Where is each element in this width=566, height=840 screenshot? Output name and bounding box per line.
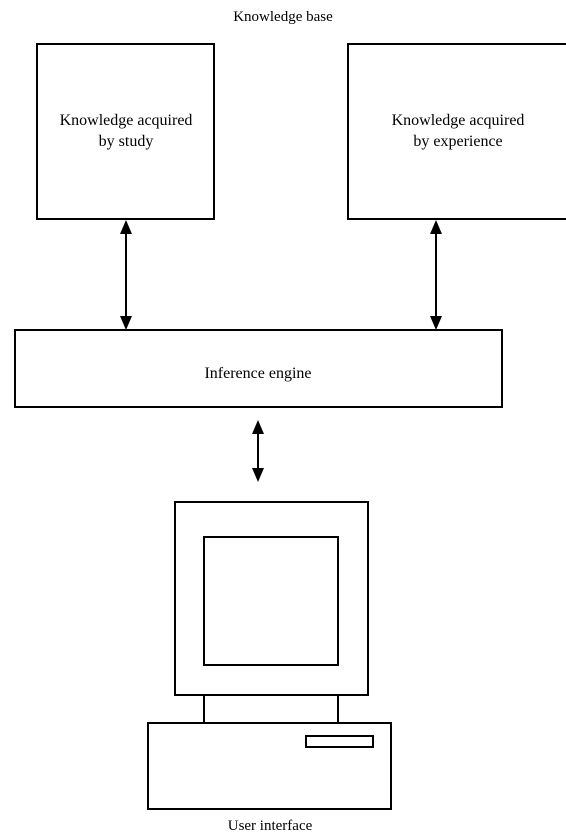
inference-to-interface-arrow <box>252 420 264 482</box>
study-to-inference-arrow-head-up <box>120 220 132 234</box>
study-knowledge-label-line2: by study <box>99 133 154 150</box>
inference-to-interface-arrow-head-down <box>252 468 264 482</box>
study-knowledge-box-frame <box>36 43 215 220</box>
inference-to-interface-arrow-head-up <box>252 420 264 434</box>
user-interface-label: User interface <box>228 818 313 834</box>
experience-knowledge-box: Knowledge acquired by experience <box>347 43 566 220</box>
inference-engine-label: Inference engine <box>204 365 311 382</box>
study-knowledge-box: Knowledge acquired by study <box>36 43 215 220</box>
inference-engine-box-frame <box>14 329 503 408</box>
experience-to-inference-arrow-head-down <box>430 316 442 330</box>
experience-to-inference-arrow-head-up <box>430 220 442 234</box>
monitor-screen <box>203 536 339 666</box>
study-knowledge-label-line1: Knowledge acquired <box>60 112 193 129</box>
computer-icon <box>147 501 392 810</box>
experience-knowledge-box-frame <box>347 43 566 220</box>
experience-to-inference-arrow <box>430 220 442 330</box>
experience-knowledge-label-line2: by experience <box>413 133 502 150</box>
study-to-inference-arrow-head-down <box>120 316 132 330</box>
knowledge-base-title: Knowledge base <box>233 9 333 25</box>
inference-engine-box: Inference engine <box>14 329 503 408</box>
experience-knowledge-label-line1: Knowledge acquired <box>392 112 525 129</box>
disk-drive-slot <box>305 735 374 748</box>
monitor-stand <box>203 694 339 724</box>
study-to-inference-arrow <box>120 220 132 330</box>
